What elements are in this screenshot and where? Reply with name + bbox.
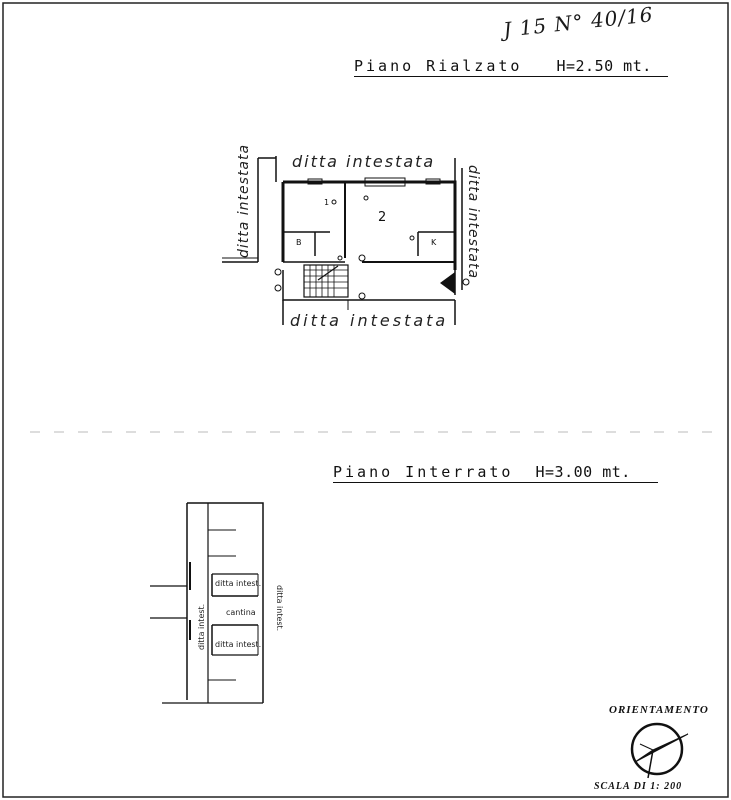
lower-plan-height: H=3.00 mt. (535, 463, 631, 481)
orientation-label: ORIENTAMENTO (609, 704, 709, 716)
lower-room-label: cantina (226, 608, 256, 617)
upper-plan-height: H=2.50 mt. (556, 57, 652, 75)
lower-neighbor-right: ditta intest. (275, 585, 284, 632)
lower-neighbor-left: ditta intest. (197, 603, 206, 650)
entrance-arrow-icon (440, 272, 455, 294)
lower-plan-walls (150, 502, 264, 704)
compass-icon (630, 722, 689, 779)
upper-plan-title-block: Piano Rialzato H=2.50 mt. (354, 57, 668, 77)
room-label-2: 2 (378, 210, 387, 225)
upper-neighbor-left: ditta intestata (236, 143, 252, 258)
room-label-k: K (431, 238, 437, 247)
upper-neighbor-bottom: ditta intestata (290, 311, 449, 330)
room-label-1: 1 (324, 198, 330, 207)
upper-plan-walls (222, 156, 470, 325)
upper-neighbor-right: ditta intestata (465, 165, 481, 280)
lower-plan-title-block: Piano Interrato H=3.00 mt. (333, 463, 658, 483)
room-label-b: B (296, 238, 302, 247)
lower-plan-title: Piano Interrato (333, 463, 514, 481)
lower-neighbor-bottom: ditta intest. (215, 640, 262, 649)
upper-neighbor-top: ditta intestata (292, 152, 436, 171)
upper-plan-title: Piano Rialzato (354, 57, 523, 75)
scale-label: SCALA DI 1: 200 (594, 781, 683, 792)
lower-neighbor-top: ditta intest. (215, 579, 262, 588)
